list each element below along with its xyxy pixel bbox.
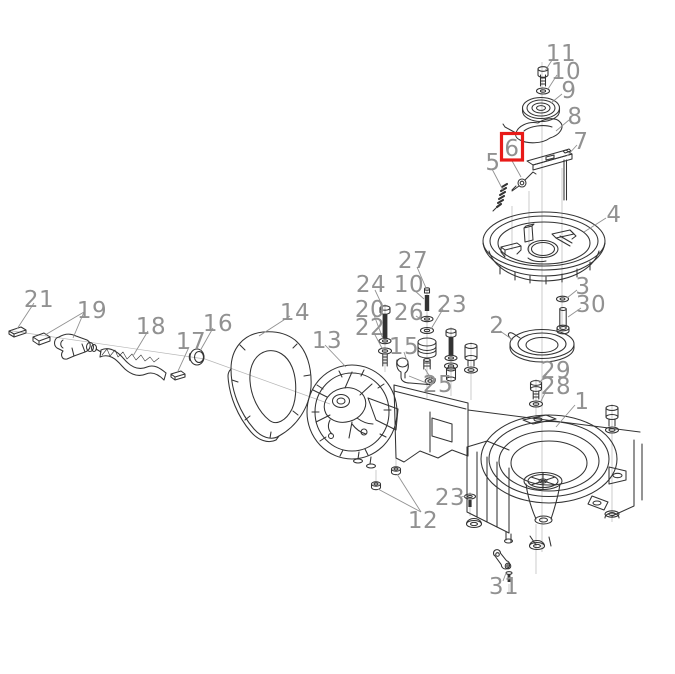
callout-part-21: 21 — [24, 287, 54, 313]
callout-part-15: 15 — [389, 334, 419, 360]
callout-part-9: 9 — [561, 78, 576, 104]
callout-part-17: 17 — [176, 329, 206, 355]
part-10-washer-top — [535, 87, 551, 95]
callout-part-4: 4 — [606, 202, 621, 228]
part-1-mount-screw-right — [604, 404, 620, 434]
callout-part-2: 2 — [489, 313, 504, 339]
part-8-friction-plate — [502, 118, 563, 144]
part-25-stud — [423, 357, 431, 370]
callout-part-23-bottom: 23 — [435, 485, 465, 511]
part-5-return-spring — [492, 182, 517, 212]
part-23-washer-bottom — [463, 493, 477, 507]
callout-part-7: 7 — [573, 129, 588, 155]
callout-part-27: 27 — [398, 248, 428, 274]
part-1-blower-housing — [466, 414, 627, 547]
part-7-ratchet-guide-bar — [526, 148, 573, 201]
part-18-starter-rope — [99, 348, 167, 381]
part-19-starter-handle — [54, 333, 102, 360]
callout-part-11: 11 — [546, 41, 576, 67]
part-11-bolt — [537, 66, 549, 87]
callout-part-12: 12 — [408, 508, 438, 534]
callout-part-3: 3 — [575, 274, 590, 300]
part-28-washer — [528, 400, 544, 408]
callout-part-20: 20 — [355, 297, 385, 323]
part-16-rope-bushing — [188, 348, 205, 366]
callout-part-22: 22 — [355, 315, 385, 341]
callout-part-13: 13 — [312, 328, 342, 354]
callout-part-25: 25 — [423, 372, 453, 398]
part-4-rope-reel — [482, 211, 606, 285]
part-30-pin — [556, 306, 570, 335]
part-6-friction-spring-clip — [511, 171, 537, 192]
callout-part-31: 31 — [489, 574, 519, 600]
part-23-washer-mid — [419, 326, 435, 335]
rubber-grommet-left — [465, 518, 483, 529]
part-17-rope-clip — [170, 370, 186, 381]
rubber-grommet-bottom — [528, 540, 546, 551]
callout-part-18: 18 — [136, 314, 166, 340]
callout-part-5: 5 — [485, 150, 500, 176]
rubber-grommet-right — [604, 510, 620, 519]
callout-part-8: 8 — [567, 104, 582, 130]
part-23-bolt-assembly — [443, 328, 459, 382]
part-13-starter-housing — [306, 364, 643, 517]
leader-lines — [16, 56, 607, 582]
callout-part-23-mid: 23 — [437, 292, 467, 318]
callout-part-14: 14 — [280, 300, 310, 326]
shoulder-screw-and-washer — [463, 342, 479, 374]
part-20-washer — [378, 337, 392, 345]
callout-part-16: 16 — [203, 311, 233, 337]
part-19-handle-insert — [32, 332, 51, 346]
callout-part-24: 24 — [356, 272, 386, 298]
part-15-guide-bracket — [396, 357, 436, 386]
part-22-washer — [377, 347, 393, 367]
callout-part-1: 1 — [574, 389, 589, 415]
callout-part-29: 29 — [541, 358, 571, 384]
callout-part-10-top: 10 — [551, 59, 581, 85]
part-14-cover-plate — [227, 331, 312, 443]
part-3-washer — [555, 295, 570, 303]
callout-part-19: 19 — [77, 298, 107, 324]
part-12-nuts — [370, 466, 402, 491]
callouts: 11 10 9 8 7 6 5 4 3 30 2 29 28 1 27 10 2… — [24, 41, 621, 600]
part-29-shoulder-bolt — [529, 380, 543, 400]
part-2-spiral-spring — [507, 328, 575, 363]
highlight-box-part-6 — [499, 131, 525, 162]
callout-part-30: 30 — [576, 292, 606, 318]
part-27-10-screw — [423, 287, 431, 311]
callout-part-6-highlighted: 6 — [504, 136, 519, 162]
callout-part-10-mid: 10 — [394, 272, 424, 298]
callout-part-28: 28 — [541, 374, 571, 400]
part-24-bolt — [379, 305, 391, 338]
part-31-lever — [493, 549, 513, 582]
callout-part-26: 26 — [394, 300, 424, 326]
